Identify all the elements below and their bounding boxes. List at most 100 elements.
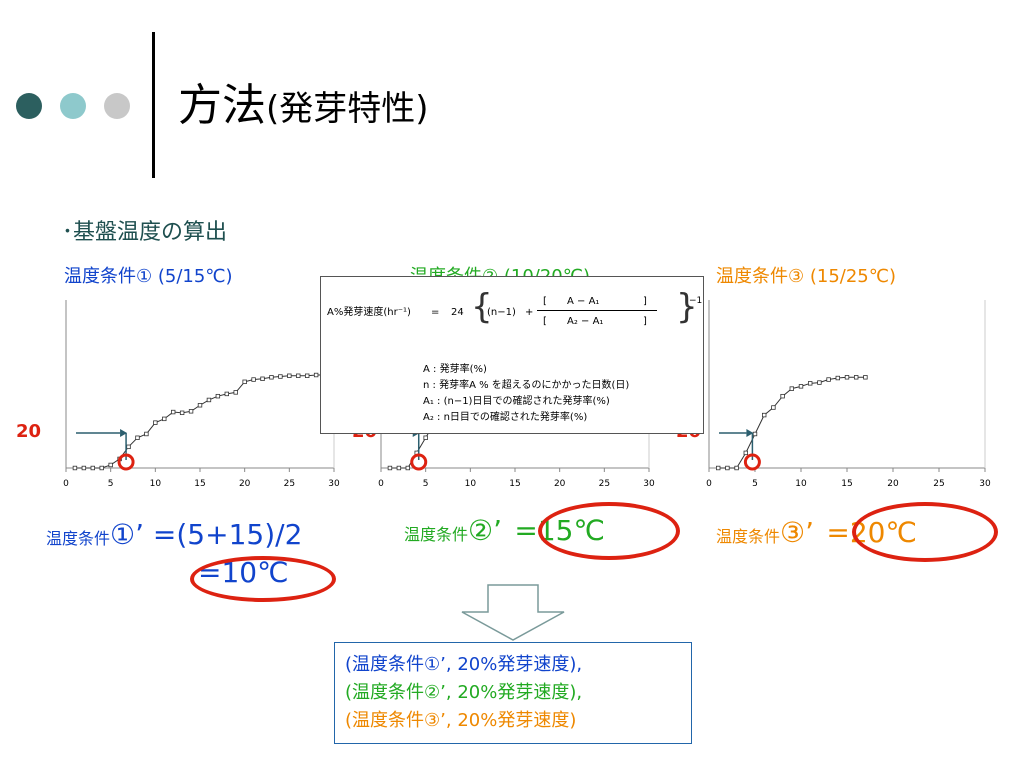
- data-point: [99, 465, 104, 471]
- series-line: [718, 376, 866, 469]
- formula-legend-n: n : 発芽率A % を超えるのにかかった日数(日): [423, 380, 630, 391]
- condition-1-label: 温度条件① (5/15℃): [64, 266, 233, 287]
- data-point: [153, 420, 158, 425]
- x-tick-label: 0: [63, 479, 69, 489]
- decor-dot-1: [16, 93, 42, 119]
- formula-bracket-bottom-close: ]: [643, 316, 647, 327]
- data-point: [844, 375, 850, 380]
- formula-bracket-top-close: ]: [643, 296, 647, 307]
- data-point: [215, 393, 221, 399]
- formula-n-term: (n−1): [487, 307, 516, 318]
- data-point: [251, 377, 256, 382]
- data-point: [715, 465, 721, 471]
- data-point: [780, 393, 785, 399]
- marker-20-label-1: 20: [16, 421, 42, 442]
- data-point: [853, 375, 859, 380]
- formula-bracket-top: [: [543, 296, 547, 307]
- summary-line-2: (温度条件②’, 20%発芽速度),: [345, 682, 583, 703]
- data-point: [197, 403, 203, 408]
- marker-circle: [410, 453, 428, 471]
- result-1: 温度条件①’ =(5+15)/2: [46, 520, 302, 554]
- formula-brace-left: {: [471, 287, 493, 327]
- x-tick-label: 25: [933, 479, 944, 489]
- data-point: [817, 380, 822, 385]
- data-point: [171, 409, 176, 415]
- data-point: [789, 386, 794, 391]
- data-point: [313, 372, 319, 378]
- summary-line-1: (温度条件①’, 20%発芽速度),: [345, 654, 583, 675]
- decor-dot-2: [60, 93, 86, 119]
- data-point: [725, 465, 730, 471]
- formula-legend-a: A : 発芽率(%): [423, 364, 487, 375]
- data-point: [90, 465, 95, 471]
- formula-brace-right: }: [676, 287, 698, 327]
- data-point: [72, 465, 78, 471]
- data-point: [269, 375, 274, 380]
- formula-plus: +: [525, 307, 534, 318]
- data-point: [206, 397, 212, 403]
- page-title: 方法(発芽特性): [178, 76, 429, 139]
- data-point: [260, 376, 265, 381]
- down-arrow-icon: [461, 584, 565, 641]
- page-title-main: 方法: [178, 80, 266, 131]
- formula-numerator: A − A₁: [567, 296, 600, 307]
- data-point: [405, 465, 410, 471]
- formula-legend-a1: A₁ : (n−1)日目での確認された発芽率(%): [423, 396, 610, 407]
- data-point: [752, 431, 758, 437]
- x-tick-label: 15: [194, 479, 205, 489]
- data-point: [826, 377, 831, 382]
- x-tick-label: 20: [887, 479, 899, 489]
- data-point: [296, 373, 301, 378]
- formula-box: A%発芽速度(hr⁻¹) = 24 { (n−1) + [ ] A − A₁ […: [320, 276, 704, 434]
- data-point: [126, 444, 131, 450]
- x-tick-label: 20: [554, 479, 566, 489]
- data-point: [188, 409, 194, 414]
- formula-equals: =: [431, 307, 440, 318]
- data-point: [144, 431, 149, 437]
- section-subheading: ･基盤温度の算出: [62, 220, 228, 245]
- x-tick-label: 5: [423, 479, 429, 489]
- data-point: [108, 462, 113, 468]
- data-point: [423, 435, 428, 440]
- x-tick-label: 30: [328, 479, 340, 489]
- data-point: [798, 384, 804, 389]
- highlight-ellipse-1: [190, 556, 336, 602]
- data-point: [81, 465, 87, 471]
- x-tick-label: 0: [378, 479, 384, 489]
- x-tick-label: 5: [108, 479, 114, 489]
- x-tick-label: 10: [795, 479, 807, 489]
- x-tick-label: 30: [979, 479, 991, 489]
- data-point: [863, 375, 868, 380]
- data-point: [734, 465, 739, 471]
- page-title-sub: (発芽特性): [266, 89, 429, 129]
- result-3-label: 温度条件: [716, 527, 781, 546]
- highlight-ellipse-3: [852, 502, 998, 562]
- marker-arrowhead: [746, 429, 754, 437]
- data-point: [762, 412, 767, 418]
- data-point: [287, 373, 292, 378]
- data-point: [162, 416, 167, 422]
- result-1-value: ①’ =(5+15)/2: [110, 518, 303, 551]
- result-2-label: 温度条件: [404, 525, 469, 544]
- data-point: [135, 435, 140, 440]
- x-tick-label: 25: [599, 479, 610, 489]
- data-point: [743, 450, 748, 456]
- x-tick-label: 20: [239, 479, 251, 489]
- data-point: [771, 405, 776, 410]
- result-1-label: 温度条件: [46, 529, 111, 548]
- data-point: [396, 465, 402, 471]
- data-point: [224, 391, 229, 397]
- x-tick-label: 15: [509, 479, 520, 489]
- summary-line-3: (温度条件③’, 20%発芽速度): [345, 710, 577, 731]
- x-tick-label: 10: [465, 479, 477, 489]
- formula-exponent: −1: [689, 296, 703, 306]
- formula-bracket-bottom: [: [543, 316, 547, 327]
- series-line: [74, 374, 334, 469]
- condition-3-label: 温度条件③ (15/25℃): [716, 266, 896, 287]
- result-2-value: ②’: [468, 514, 503, 547]
- x-tick-label: 25: [284, 479, 295, 489]
- data-point: [835, 375, 840, 381]
- result-3-value: ③’: [780, 516, 815, 549]
